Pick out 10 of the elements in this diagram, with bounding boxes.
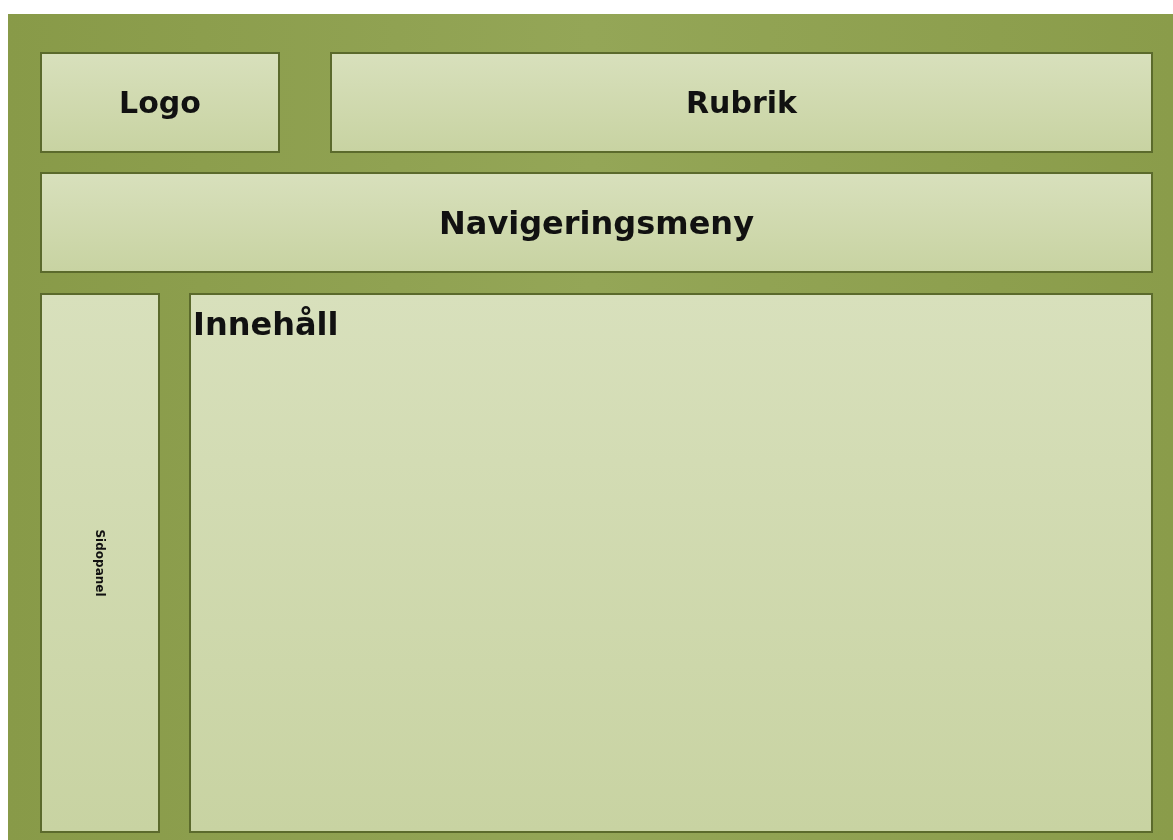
panel-label: Navigeringsmeny — [439, 203, 754, 242]
panel-label: Rubrik — [686, 85, 797, 120]
layout-panel — [330, 52, 1153, 153]
layout-panel — [40, 52, 280, 153]
layout-panel — [189, 293, 1153, 833]
panel-label: Sidopanel — [93, 529, 107, 597]
panel-label: Innehåll — [193, 305, 339, 343]
panel-label: Logo — [119, 85, 201, 120]
layout-panel — [40, 293, 160, 833]
layout-panel — [40, 172, 1153, 273]
